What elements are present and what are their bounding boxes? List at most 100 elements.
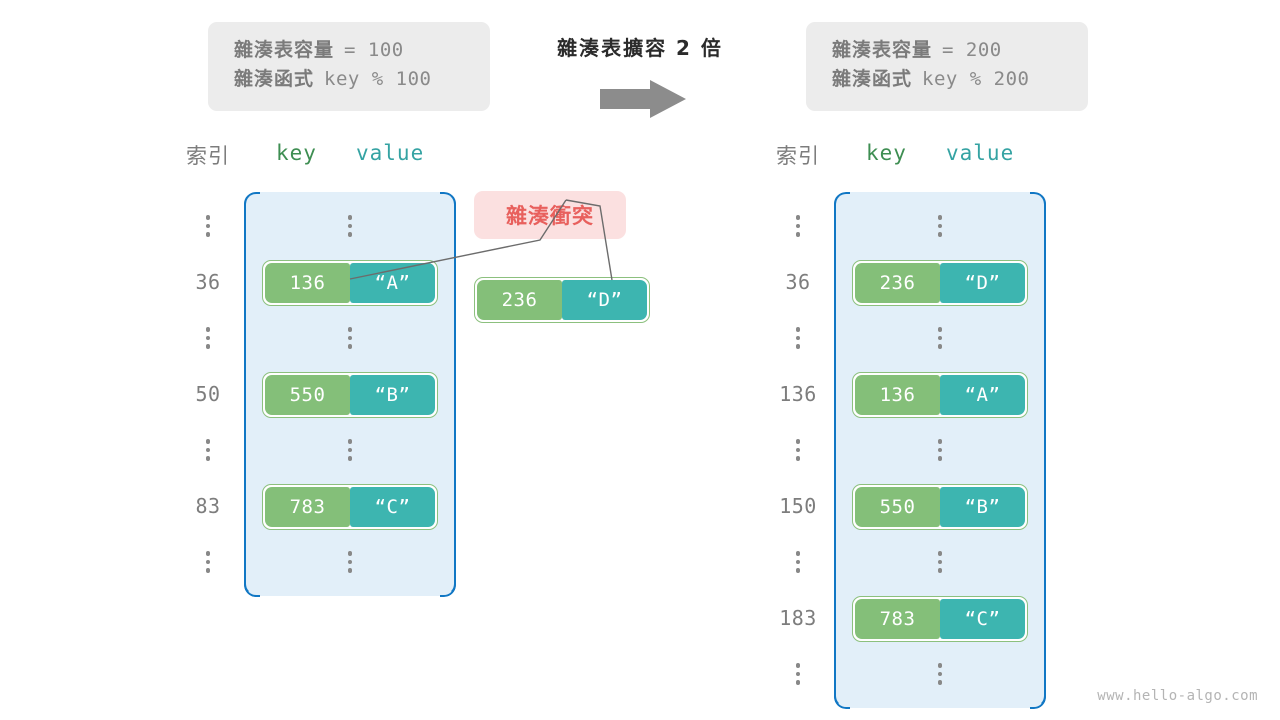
- vertical-ellipsis-icon: [347, 310, 353, 366]
- header-value: value: [946, 141, 1015, 165]
- hash-table-before-info: 雜湊表容量 = 100 雜湊函式 key % 100: [208, 22, 490, 111]
- after-function-line: 雜湊函式 key % 200: [832, 65, 1062, 94]
- bucket-ellipsis: [834, 422, 1046, 478]
- after-function-value: key % 200: [922, 68, 1030, 91]
- pair-value: “C”: [940, 599, 1025, 639]
- before-capacity-label: 雜湊表容量: [234, 39, 335, 61]
- table-row: 36 136“A”: [150, 254, 456, 310]
- before-function-line: 雜湊函式 key % 100: [234, 65, 464, 94]
- pair-value: “D”: [562, 280, 647, 320]
- bucket-ellipsis: [834, 310, 1046, 366]
- header-index: 索引: [186, 144, 230, 168]
- bucket-ellipsis: [244, 534, 456, 590]
- row-index: [170, 534, 246, 590]
- row-index: [760, 310, 836, 366]
- pair: 236 “D”: [474, 277, 650, 323]
- pair: 236“D”: [852, 260, 1028, 306]
- before-capacity-value: = 100: [344, 39, 404, 61]
- vertical-ellipsis-icon: [937, 422, 943, 478]
- before-function-label: 雜湊函式: [234, 68, 315, 91]
- pair-value: “A”: [350, 263, 435, 303]
- pair-value: “B”: [940, 487, 1025, 527]
- vertical-ellipsis-icon: [937, 534, 943, 590]
- bucket-ellipsis: [244, 198, 456, 254]
- table-row-ellipsis: [740, 422, 1046, 478]
- table-row: 183 783“C”: [740, 590, 1046, 646]
- row-index: 136: [779, 382, 817, 406]
- table-row-ellipsis: [740, 646, 1046, 702]
- bucket-ellipsis: [244, 422, 456, 478]
- table-row: 36 236“D”: [740, 254, 1046, 310]
- pair-key: 783: [265, 487, 350, 527]
- row-index: [760, 534, 836, 590]
- pair-value: “D”: [940, 263, 1025, 303]
- table-row-ellipsis: [150, 198, 456, 254]
- after-capacity-line: 雜湊表容量 = 200: [832, 36, 1062, 65]
- transform-caption: 雜湊表擴容 2 倍: [557, 36, 723, 60]
- vertical-ellipsis-icon: [795, 422, 801, 478]
- pair-key: 550: [265, 375, 350, 415]
- pair-key: 136: [855, 375, 940, 415]
- before-function-value: key % 100: [324, 68, 432, 91]
- vertical-ellipsis-icon: [795, 534, 801, 590]
- watermark: www.hello-algo.com: [1097, 688, 1258, 704]
- after-capacity-value: = 200: [942, 39, 1002, 61]
- vertical-ellipsis-icon: [795, 646, 801, 702]
- row-index: 150: [779, 494, 817, 518]
- pair-key: 236: [855, 263, 940, 303]
- header-value: value: [356, 141, 425, 165]
- table-row-ellipsis: [740, 534, 1046, 590]
- pair: 550“B”: [262, 372, 438, 418]
- table-row-ellipsis: [150, 534, 456, 590]
- vertical-ellipsis-icon: [347, 198, 353, 254]
- row-index: 50: [195, 382, 221, 406]
- vertical-ellipsis-icon: [795, 310, 801, 366]
- vertical-ellipsis-icon: [347, 534, 353, 590]
- pair-value: “A”: [940, 375, 1025, 415]
- vertical-ellipsis-icon: [205, 310, 211, 366]
- pair-value: “B”: [350, 375, 435, 415]
- row-index: 36: [195, 270, 221, 294]
- table-row-ellipsis: [740, 198, 1046, 254]
- vertical-ellipsis-icon: [205, 534, 211, 590]
- pair-key: 236: [477, 280, 562, 320]
- row-index: 36: [785, 270, 811, 294]
- after-function-label: 雜湊函式: [832, 68, 913, 91]
- vertical-ellipsis-icon: [937, 198, 943, 254]
- pair: 550“B”: [852, 484, 1028, 530]
- vertical-ellipsis-icon: [205, 198, 211, 254]
- row-index: [170, 310, 246, 366]
- bucket-ellipsis: [834, 534, 1046, 590]
- row-index: [170, 198, 246, 254]
- pair: 783“C”: [262, 484, 438, 530]
- table-row-ellipsis: [150, 310, 456, 366]
- vertical-ellipsis-icon: [205, 422, 211, 478]
- row-index: [760, 198, 836, 254]
- vertical-ellipsis-icon: [937, 310, 943, 366]
- header-index: 索引: [776, 144, 820, 168]
- bucket-ellipsis: [834, 646, 1046, 702]
- vertical-ellipsis-icon: [937, 646, 943, 702]
- pair-value: “C”: [350, 487, 435, 527]
- pair: 136“A”: [262, 260, 438, 306]
- table-row: 50 550“B”: [150, 366, 456, 422]
- vertical-ellipsis-icon: [347, 422, 353, 478]
- pair-key: 550: [855, 487, 940, 527]
- pair-key: 783: [855, 599, 940, 639]
- bucket-ellipsis: [834, 198, 1046, 254]
- table-row: 83 783“C”: [150, 478, 456, 534]
- table-row-ellipsis: [740, 310, 1046, 366]
- table-row-ellipsis: [150, 422, 456, 478]
- row-index: 83: [195, 494, 221, 518]
- pair: 136“A”: [852, 372, 1028, 418]
- hash-table-after-info: 雜湊表容量 = 200 雜湊函式 key % 200: [806, 22, 1088, 111]
- row-index: [760, 646, 836, 702]
- header-key: key: [866, 141, 907, 165]
- right-arrow-icon: [600, 78, 686, 120]
- row-index: 183: [779, 606, 817, 630]
- collision-badge: 雜湊衝突: [474, 191, 626, 239]
- row-index: [170, 422, 246, 478]
- colliding-entry: 236 “D”: [474, 277, 650, 323]
- before-capacity-line: 雜湊表容量 = 100: [234, 36, 464, 65]
